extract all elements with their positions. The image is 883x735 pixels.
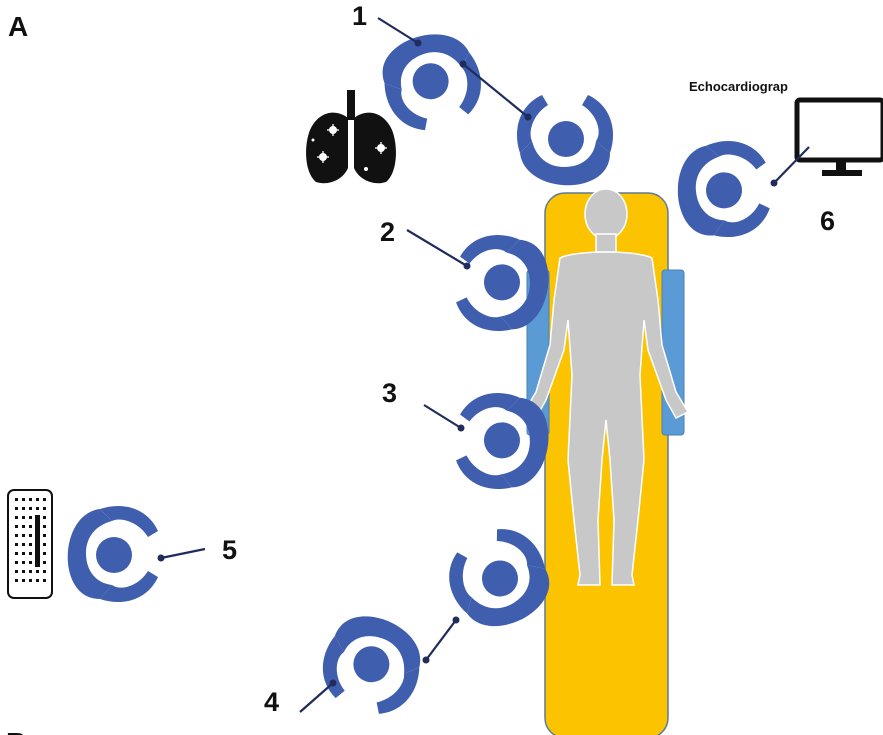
panel-label-a: A [8,11,28,42]
staff-number-2: 2 [380,217,395,247]
staff-5-person [68,506,158,602]
panel-label-b: B [6,727,26,735]
staff-1-head-person [517,95,613,185]
staff-6-echo-person [674,138,772,242]
staff-4-person-b [312,605,433,723]
staff-number-4: 4 [264,687,279,717]
ventilator-panel-icon [8,490,52,598]
staff-number-1: 1 [352,1,367,31]
monitor-icon [797,100,883,176]
echocardiograph-label: Echocardiograp [689,79,788,94]
staff-1-airway-person [371,21,492,139]
staff-number-5: 5 [222,535,237,565]
lungs-virus-icon [306,90,396,183]
staff-number-3: 3 [382,378,397,408]
staff-number-6: 6 [820,206,835,236]
